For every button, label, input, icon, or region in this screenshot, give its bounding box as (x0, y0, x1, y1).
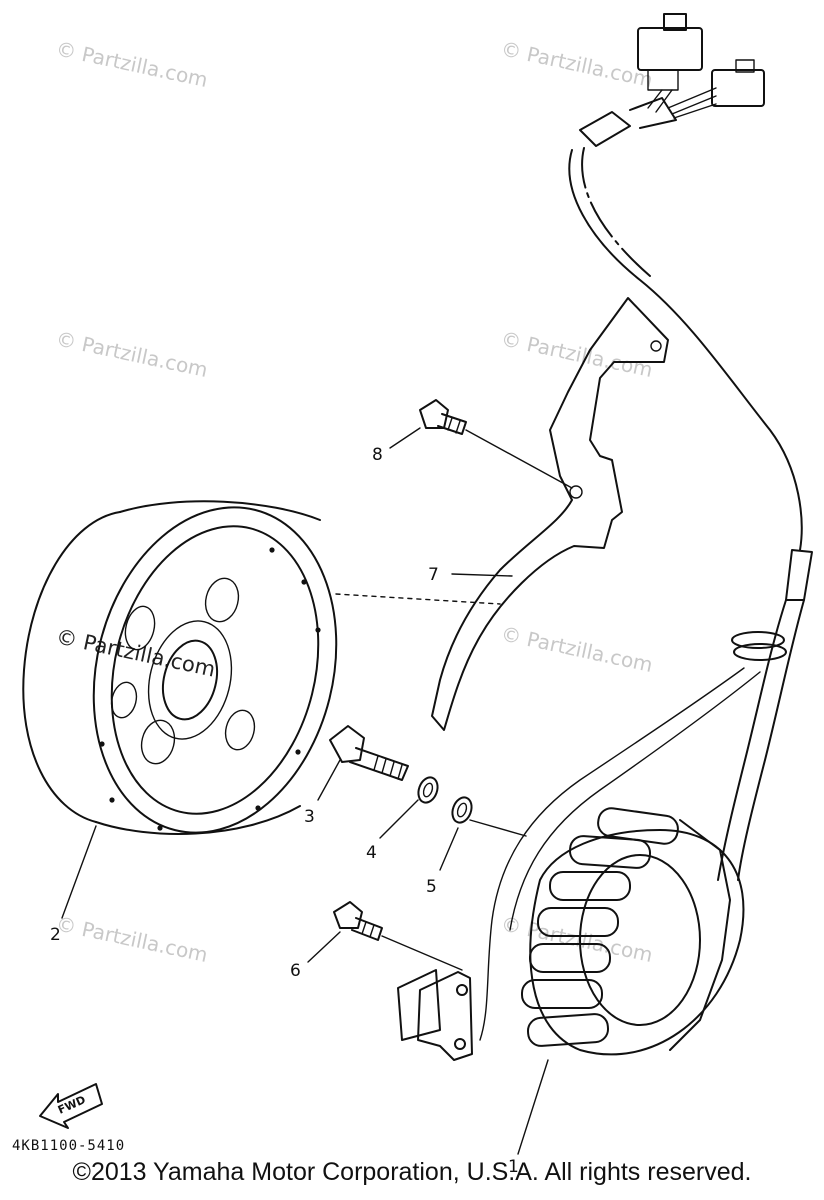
callout-7: 7 (428, 565, 439, 585)
watermark: © Partzilla.com (499, 911, 655, 967)
stator-lead-wire (479, 549, 813, 1041)
washer-part-4 (417, 776, 439, 804)
watermark-center: © Partzilla.com (54, 624, 218, 681)
screw-part-6 (333, 901, 383, 941)
rotor-part-2 (22, 500, 338, 835)
stator-part-1 (397, 807, 745, 1061)
callout-5: 5 (426, 877, 437, 897)
watermark: © Partzilla.com (499, 36, 655, 92)
watermark: © Partzilla.com (54, 36, 210, 92)
watermark: © Partzilla.com (499, 621, 655, 677)
callout-leaders (61, 427, 549, 1155)
alignment-lines (335, 429, 573, 971)
screw-part-8 (419, 399, 467, 435)
diagram-code: 4KB1100-5410 (12, 1138, 125, 1154)
callout-6: 6 (290, 961, 301, 981)
callout-8: 8 (372, 445, 383, 465)
washer-part-5 (451, 796, 473, 824)
callout-4: 4 (366, 843, 377, 863)
callout-1: 1 (508, 1157, 519, 1177)
callout-numbers: 1 2 3 4 5 6 7 8 (50, 445, 519, 1177)
bolt-part-3 (329, 725, 409, 781)
callout-2: 2 (50, 925, 61, 945)
watermark: © Partzilla.com (54, 911, 210, 967)
callout-3: 3 (304, 807, 315, 827)
lead-holder-part-7 (431, 297, 669, 731)
fwd-arrow-icon: FWD (39, 1083, 103, 1129)
copyright-notice: ©2013 Yamaha Motor Corporation, U.S.A. A… (72, 1158, 752, 1186)
watermarks: © Partzilla.com © Partzilla.com © Partzi… (54, 36, 655, 967)
wire-harness-connector (568, 13, 803, 551)
watermark: © Partzilla.com (54, 326, 210, 382)
